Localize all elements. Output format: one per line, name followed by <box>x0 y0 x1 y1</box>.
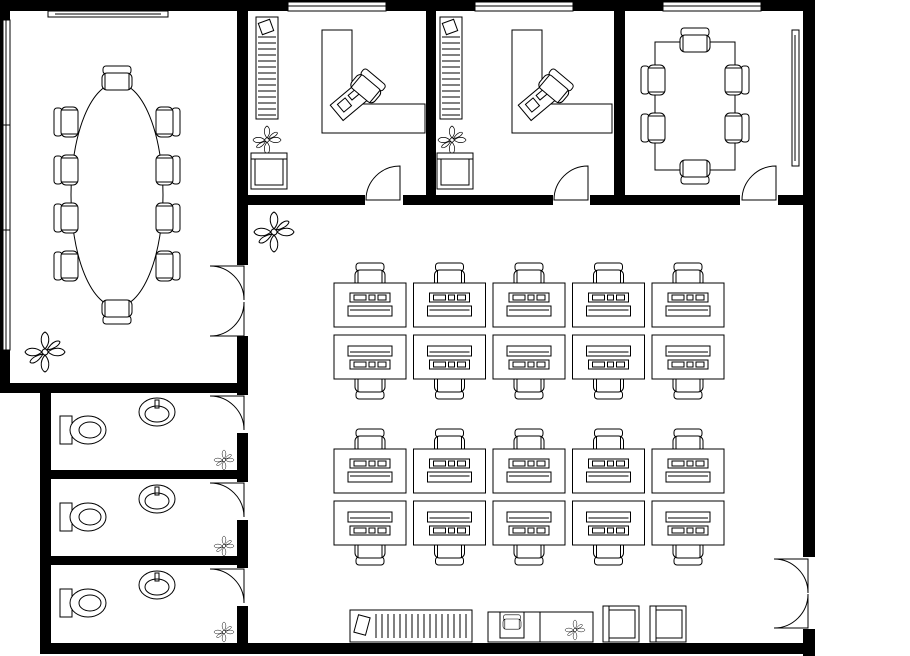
workstation <box>652 335 724 399</box>
workstation <box>493 263 565 327</box>
workstation <box>414 335 486 399</box>
workstation <box>573 429 645 493</box>
meeting-room <box>640 27 800 185</box>
workstation <box>652 429 724 493</box>
main-entrance-door <box>773 557 816 629</box>
workstation <box>334 429 406 493</box>
office-2-door <box>553 165 590 206</box>
workstation <box>414 501 486 565</box>
plant-icon <box>24 331 66 373</box>
armchair <box>436 152 474 190</box>
sink <box>138 397 176 427</box>
workstation <box>493 501 565 565</box>
rect-table <box>654 41 736 171</box>
plant-icon <box>213 449 235 471</box>
oval-table <box>70 82 164 308</box>
workstation <box>493 429 565 493</box>
armchair <box>649 605 687 643</box>
armchair <box>602 605 640 643</box>
reception-counter <box>487 611 594 643</box>
armchair <box>250 152 288 190</box>
workstation <box>573 263 645 327</box>
toilet <box>59 502 107 532</box>
conference-room <box>24 10 181 373</box>
workstation <box>334 263 406 327</box>
restroom-2-door <box>209 482 248 520</box>
bookshelf <box>439 16 463 120</box>
restroom-3 <box>59 570 235 643</box>
walls <box>0 0 815 656</box>
workstation-grid <box>334 263 724 565</box>
meeting-room-door <box>740 165 778 206</box>
workstation <box>334 501 406 565</box>
office-1 <box>250 16 426 190</box>
restroom-1 <box>59 397 235 471</box>
office-2 <box>436 16 613 190</box>
workstation <box>652 263 724 327</box>
sink <box>138 484 176 514</box>
workstation <box>493 335 565 399</box>
workstation <box>334 335 406 399</box>
workstation <box>652 501 724 565</box>
restroom-3-door <box>209 568 248 606</box>
plant-icon <box>437 125 467 155</box>
workstation <box>414 429 486 493</box>
conference-door <box>209 265 248 337</box>
tv-screen <box>791 29 800 167</box>
restroom-2 <box>59 484 235 557</box>
workstation <box>573 335 645 399</box>
plant-icon <box>252 125 282 155</box>
toilet <box>59 588 107 618</box>
plant-icon <box>213 535 235 557</box>
workstation <box>573 501 645 565</box>
plant-icon <box>213 621 235 643</box>
bookshelf <box>255 16 279 120</box>
bookshelf <box>349 609 473 643</box>
plant-icon <box>253 211 295 253</box>
windows <box>2 1 762 351</box>
workstation <box>414 263 486 327</box>
open-workspace <box>253 211 724 643</box>
sink <box>138 570 176 600</box>
office-1-door <box>365 165 403 206</box>
toilet <box>59 415 107 445</box>
restroom-1-door <box>209 395 248 433</box>
